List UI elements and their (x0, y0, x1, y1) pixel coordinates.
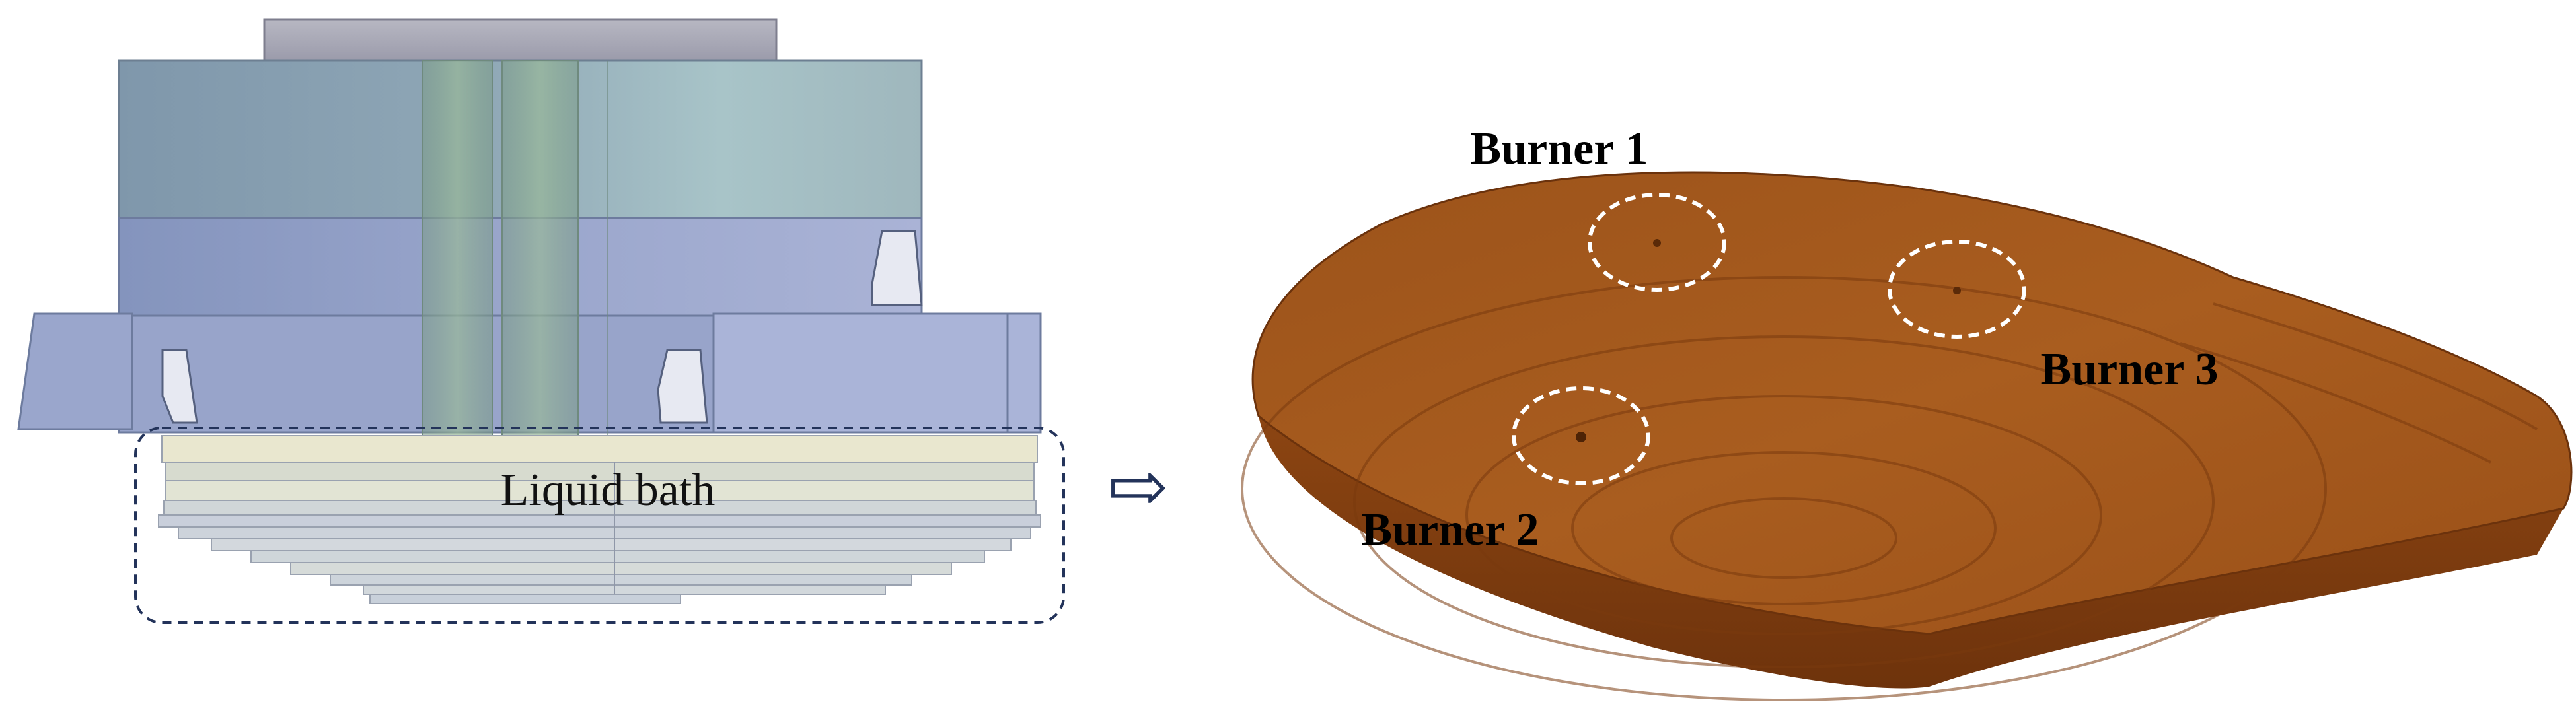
bath-domain-model: Burner 1 Burner 2 Burner 3 (1241, 123, 2573, 701)
furnace-left-flange (17, 312, 133, 430)
bath-top-surface (1251, 171, 2573, 635)
burner-3-label: Burner 3 (2041, 344, 2219, 395)
burner-2-label: Burner 2 (1362, 504, 1539, 555)
burner-port-center (657, 349, 708, 424)
liquid-bath-label: Liquid bath (501, 465, 716, 516)
burner-port-right (871, 230, 923, 306)
burner-port-left (161, 349, 198, 424)
furnace-lid (263, 18, 778, 62)
furnace-mid-block (118, 314, 715, 434)
burner-1-circle (1588, 193, 1726, 292)
furnace-model: Liquid bath (17, 18, 1065, 624)
burner-1-label: Burner 1 (1471, 123, 1648, 174)
burner-1-mark (1653, 239, 1661, 247)
bath-rings (1241, 276, 2538, 701)
central-tube-1 (422, 60, 493, 441)
bath-side-wall (1259, 416, 2563, 689)
bath-dashed-outline (134, 427, 1065, 624)
burner-3-circle (1888, 240, 2026, 339)
burner-2-circle (1512, 386, 1650, 485)
burner-3-mark (1953, 287, 1961, 294)
burner-2-mark (1576, 432, 1586, 442)
bath-layers (158, 435, 1041, 604)
central-tube-2 (501, 60, 579, 441)
furnace-right-box (712, 312, 1042, 434)
transform-arrow-icon: ⇨ (1107, 447, 1168, 528)
